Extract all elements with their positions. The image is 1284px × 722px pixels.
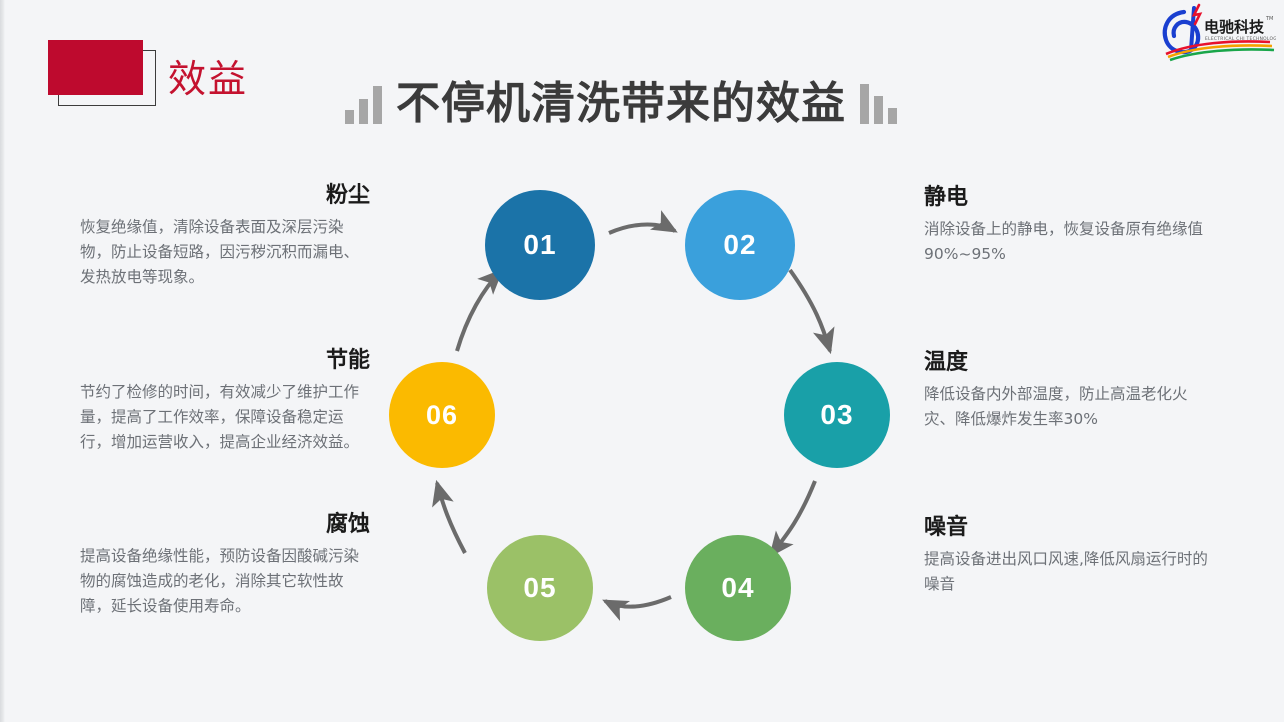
cycle-node-04[interactable]: 04 [685, 535, 791, 641]
benefit-title-static: 静电 [924, 184, 969, 209]
benefit-title-temperature: 温度 [924, 349, 969, 374]
cycle-node-03-number: 03 [820, 399, 854, 430]
section-tag-decoration [48, 40, 158, 106]
cycle-node-05[interactable]: 05 [487, 535, 593, 641]
bar-chart-icon-left [345, 82, 382, 128]
arrow-06-to-01 [455, 268, 504, 352]
arrow-02-to-03 [788, 268, 835, 355]
cycle-node-01[interactable]: 01 [485, 190, 595, 300]
logo-brand-cn: 电驰科技 [1204, 18, 1265, 36]
benefit-block-corrosion: 腐蚀 提高设备绝缘性能，预防设备因酸碱污染物的腐蚀造成的老化，消除其它软性故障，… [80, 511, 370, 620]
benefit-body-corrosion: 提高设备绝缘性能，预防设备因酸碱污染物的腐蚀造成的老化，消除其它软性故障，延长设… [80, 547, 360, 616]
benefit-title-noise: 噪音 [924, 514, 969, 539]
arrow-01-to-02 [608, 210, 678, 235]
benefit-title-dust: 粉尘 [325, 182, 370, 207]
benefit-block-temperature: 温度 降低设备内外部温度，防止高温老化火灾、降低爆炸发生率30% [924, 349, 1214, 432]
cycle-node-01-number: 01 [523, 229, 557, 260]
benefit-body-noise: 提高设备进出风口风速,降低风扇运行时的噪音 [924, 550, 1208, 594]
benefit-body-energy: 节约了检修的时间，有效减少了维护工作量，提高了工作效率，保障设备稳定运行，增加运… [80, 383, 360, 452]
benefit-block-dust: 粉尘 恢复绝缘值，清除设备表面及深层污染物，防止设备短路，因污秽沉积而漏电、发热… [80, 182, 370, 291]
logo-brand-en: ELECTRICAL CHI TECHNOLOGY [1205, 36, 1276, 42]
tag-filled-square [48, 40, 143, 95]
lightning-bolt-icon [1191, 3, 1203, 26]
arrow-05-to-06 [432, 479, 467, 554]
arrow-04-to-05 [602, 595, 672, 622]
cycle-node-06[interactable]: 06 [389, 362, 495, 468]
page-title: 不停机清洗带来的效益 [396, 79, 846, 128]
cycle-node-02[interactable]: 02 [685, 190, 795, 300]
benefit-body-dust: 恢复绝缘值，清除设备表面及深层污染物，防止设备短路，因污秽沉积而漏电、发热放电等… [80, 218, 360, 287]
slide-left-edge [0, 0, 5, 722]
cycle-node-04-number: 04 [721, 572, 755, 603]
slide-title-row: 不停机清洗带来的效益 [345, 70, 897, 128]
logo-trademark: TM [1265, 16, 1273, 22]
cycle-node-05-number: 05 [523, 572, 557, 603]
company-logo: 电驰科技 ELECTRICAL CHI TECHNOLOGY TM [1158, 2, 1276, 64]
benefit-body-temperature: 降低设备内外部温度，防止高温老化火灾、降低爆炸发生率30% [924, 385, 1188, 429]
cycle-node-02-number: 02 [723, 229, 757, 260]
benefit-block-static: 静电 消除设备上的静电，恢复设备原有绝缘值90%~95% [924, 184, 1214, 267]
section-tag-label: 效益 [168, 57, 249, 101]
benefit-title-energy: 节能 [325, 347, 370, 372]
benefit-title-corrosion: 腐蚀 [325, 511, 370, 536]
benefit-block-energy: 节能 节约了检修的时间，有效减少了维护工作量，提高了工作效率，保障设备稳定运行，… [80, 347, 370, 456]
bar-chart-icon-right [860, 82, 897, 128]
cycle-node-06-number: 06 [425, 399, 459, 430]
arrow-03-to-04 [769, 480, 817, 558]
logo-swoosh [1165, 40, 1275, 62]
cycle-node-03[interactable]: 03 [784, 362, 890, 468]
benefit-body-static: 消除设备上的静电，恢复设备原有绝缘值90%~95% [924, 220, 1204, 264]
cycle-diagram: 01 02 03 04 05 06 [375, 165, 905, 665]
benefit-block-noise: 噪音 提高设备进出风口风速,降低风扇运行时的噪音 [924, 514, 1214, 597]
